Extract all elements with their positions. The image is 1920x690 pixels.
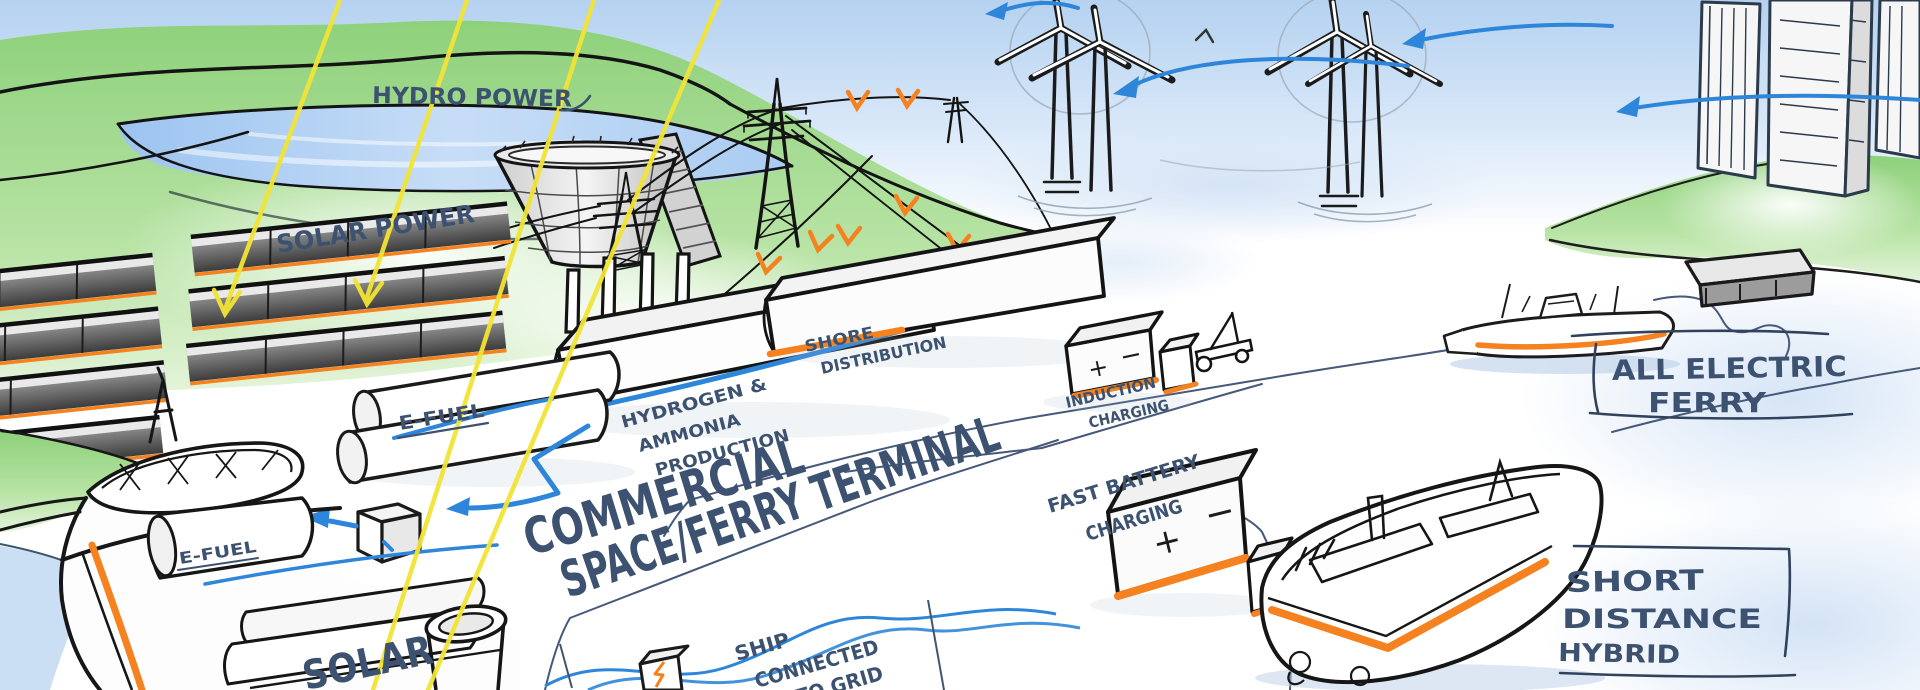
wind-farm (994, 0, 1443, 223)
pipe-arrow (446, 497, 470, 516)
sea-wash-turbines (960, 125, 1500, 245)
solar-panel-row (185, 310, 507, 386)
deck-tank (146, 496, 315, 580)
lightning-icon (653, 661, 666, 688)
solar-field (0, 201, 512, 489)
wind-arrows (985, 0, 1920, 117)
city-buildings (1696, 0, 1920, 198)
solar-panel-row (188, 255, 509, 331)
all-electric-label: FERRY (1648, 386, 1767, 419)
wind-arrowhead (1616, 96, 1640, 117)
mooring-ropes (1287, 650, 1371, 687)
pipe-arrow (303, 508, 330, 528)
wind-turbine (1264, 0, 1414, 208)
hybrid-ship (1255, 457, 1605, 690)
short-distance-label: SHORT (1566, 564, 1705, 599)
hull-orange-stripe (88, 541, 146, 690)
shore-orange-bus (766, 326, 906, 358)
solar-panel-row (0, 306, 163, 381)
wind-arrowhead (1402, 28, 1426, 49)
bird-icon (1194, 28, 1215, 44)
charging-box (638, 644, 690, 690)
efuel-transfer (303, 423, 591, 564)
shore-distribution-unit (762, 216, 1120, 368)
lake-outline-top (116, 103, 794, 168)
solar-panel-row (0, 360, 168, 435)
induction-charging-unit: + − (1043, 310, 1254, 412)
sun-rays (211, 0, 722, 690)
ray-arrowhead (211, 287, 243, 319)
shore-line-left (0, 130, 250, 182)
mobile-crane (1194, 311, 1254, 373)
efuel-tanks (336, 350, 635, 487)
wind-turbine (1028, 4, 1176, 192)
solar-panel-row (190, 201, 512, 277)
electric-ferry (1442, 283, 1680, 374)
battery-orange-rail (1114, 554, 1250, 600)
pylon-large (742, 77, 812, 250)
cargo-ship (0, 366, 521, 690)
hill-silhouette (0, 50, 732, 106)
short-distance-label: HYBRID (1558, 638, 1680, 669)
all-electric-label: ALL ELECTRIC (1612, 350, 1848, 387)
short-distance-hybrid-callout: SHORT DISTANCE HYBRID (1558, 544, 1797, 678)
ray-arrowhead (352, 277, 385, 309)
short-distance-label: DISTANCE (1562, 604, 1762, 635)
sea-wash-bottom-right (1540, 495, 1920, 690)
solar-panel-row (0, 252, 157, 327)
city-shore (1545, 0, 1920, 308)
ship-masts (1294, 457, 1514, 572)
sea-ripples (1017, 159, 1433, 223)
tank-pipe (392, 397, 554, 440)
fast-battery-unit: + − (1090, 448, 1294, 617)
hydro-power-label: HYDRO POWER (372, 83, 573, 112)
ferry-orange-stripe (1475, 331, 1667, 350)
ferry-pier (1684, 248, 1816, 308)
distribution-pole (943, 96, 969, 144)
bow-mast (148, 366, 178, 444)
induction-orange-pad (1071, 377, 1159, 399)
grid-connection (544, 599, 1081, 690)
wind-arrowhead (1113, 76, 1139, 98)
ship-tank-pipe (203, 543, 499, 586)
hybrid-orange-stripe (1268, 558, 1549, 652)
bow-superstructure (86, 441, 305, 515)
all-electric-ferry-callout: ALL ELECTRIC FERRY (1570, 329, 1854, 420)
deck-tank (223, 576, 486, 686)
wind-arrowhead (985, 2, 1008, 20)
